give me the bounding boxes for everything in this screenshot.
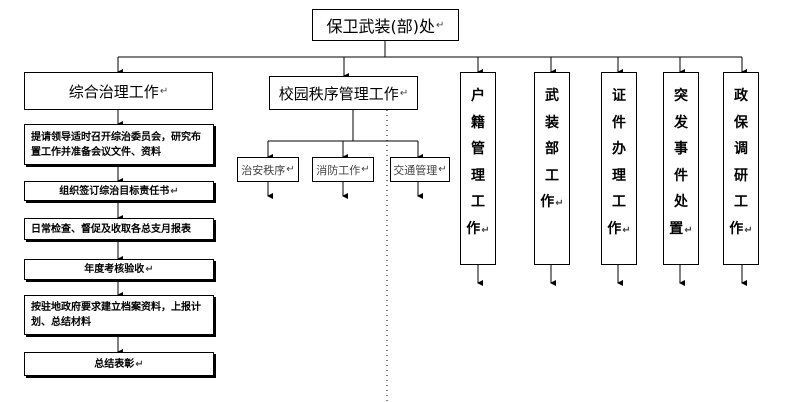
political-security-char: 调: [734, 141, 748, 157]
step-5: 按驻地政府要求建立档案资料，上报计划、总结材料: [24, 295, 214, 335]
return-mark: ↵: [145, 264, 154, 275]
household-registration-char: 工: [471, 194, 485, 210]
certificate-processing-char: 办: [612, 141, 626, 157]
top-node-label: 保卫武装(部)处: [326, 17, 436, 36]
emergency-handling-char: 发: [674, 114, 688, 131]
household-registration-char: 作↵: [466, 220, 490, 237]
comprehensive-title: 综合治理工作: [68, 82, 159, 101]
return-mark: ↵: [170, 185, 179, 197]
return-mark: ↵: [481, 224, 490, 236]
emergency-handling-char: 突: [674, 88, 688, 104]
household-registration-char: 籍: [471, 114, 485, 131]
household-registration-char: 理: [471, 167, 485, 184]
certificate-processing-char: 理: [612, 167, 626, 184]
certificate-processing-char: 作↵: [607, 220, 631, 237]
return-mark: ↵: [399, 87, 409, 99]
household-registration-char: 户: [471, 88, 485, 104]
armed-forces-char: 装: [545, 114, 559, 131]
emergency-handling-char: 置↵: [669, 220, 693, 237]
step-4-text: 年度考核验收: [84, 264, 145, 275]
certificate-processing-char: 工: [612, 194, 626, 210]
return-mark: ↵: [622, 224, 631, 236]
sub-traffic-text: 交通管理: [393, 163, 438, 177]
sub-fire-text: 消防工作: [316, 163, 361, 177]
step-4: 年度考核验收↵: [24, 259, 214, 280]
campus-node: 校园秩序管理工作↵: [269, 76, 418, 110]
household-registration-node: 户籍管理工作↵: [460, 72, 496, 265]
political-security-char: 研: [734, 167, 748, 184]
household-registration-char: 管: [471, 141, 485, 157]
return-mark: ↵: [361, 164, 370, 175]
emergency-handling-node: 突发事件处置↵: [663, 72, 699, 265]
emergency-handling-char: 件: [674, 167, 688, 184]
return-mark: ↵: [135, 358, 144, 370]
political-security-char: 工: [734, 194, 748, 210]
step-1: 提请领导适时召开综治委员会，研究布置工作并准备会议文件、资料: [24, 124, 214, 165]
emergency-handling-char: 事: [674, 141, 688, 157]
armed-forces-char: 工: [545, 167, 559, 184]
political-security-char: 政: [734, 88, 748, 104]
campus-title: 校园秩序管理工作: [278, 84, 399, 103]
armed-forces-char: 武: [545, 88, 559, 104]
step-2-text: 组织签订综治目标责任书: [59, 185, 170, 197]
sub-traffic: 交通管理↵: [390, 157, 450, 182]
return-mark: ↵: [159, 85, 169, 97]
step-1-text: 提请领导适时召开综治委员会，研究布置工作并准备会议文件、资料: [31, 131, 201, 158]
top-node: 保卫武装(部)处↵: [312, 9, 459, 41]
sub-fire: 消防工作↵: [312, 157, 374, 182]
political-security-char: 作↵: [729, 220, 753, 237]
step-2: 组织签订综治目标责任书↵: [24, 181, 214, 201]
armed-forces-char: 作↵: [540, 194, 564, 210]
sub-security-text: 治安秩序: [241, 163, 286, 177]
armed-forces-node: 武装部工作↵: [534, 72, 570, 265]
step-6: 总结表彰↵: [24, 352, 214, 376]
return-mark: ↵: [555, 198, 564, 209]
return-mark: ↵: [744, 224, 753, 236]
certificate-processing-node: 证件办理工作↵: [601, 72, 637, 265]
certificate-processing-char: 证: [612, 88, 626, 104]
return-mark: ↵: [286, 164, 295, 175]
armed-forces-char: 部: [545, 141, 559, 157]
comprehensive-node: 综合治理工作↵: [24, 72, 213, 110]
step-6-text: 总结表彰: [94, 358, 135, 370]
political-security-char: 保: [734, 114, 748, 131]
return-mark: ↵: [684, 224, 693, 236]
political-security-node: 政保调研工作↵: [723, 72, 759, 265]
return-mark: ↵: [436, 19, 445, 31]
emergency-handling-char: 处: [674, 194, 688, 210]
step-3: 日常检查、督促及收取各总支月报表: [24, 218, 214, 240]
certificate-processing-char: 件: [612, 114, 626, 131]
sub-security: 治安秩序↵: [237, 157, 299, 182]
step-5-text: 按驻地政府要求建立档案资料，上报计划、总结材料: [31, 302, 201, 328]
step-3-text: 日常检查、督促及收取各总支月报表: [31, 223, 191, 235]
return-mark: ↵: [438, 164, 447, 175]
